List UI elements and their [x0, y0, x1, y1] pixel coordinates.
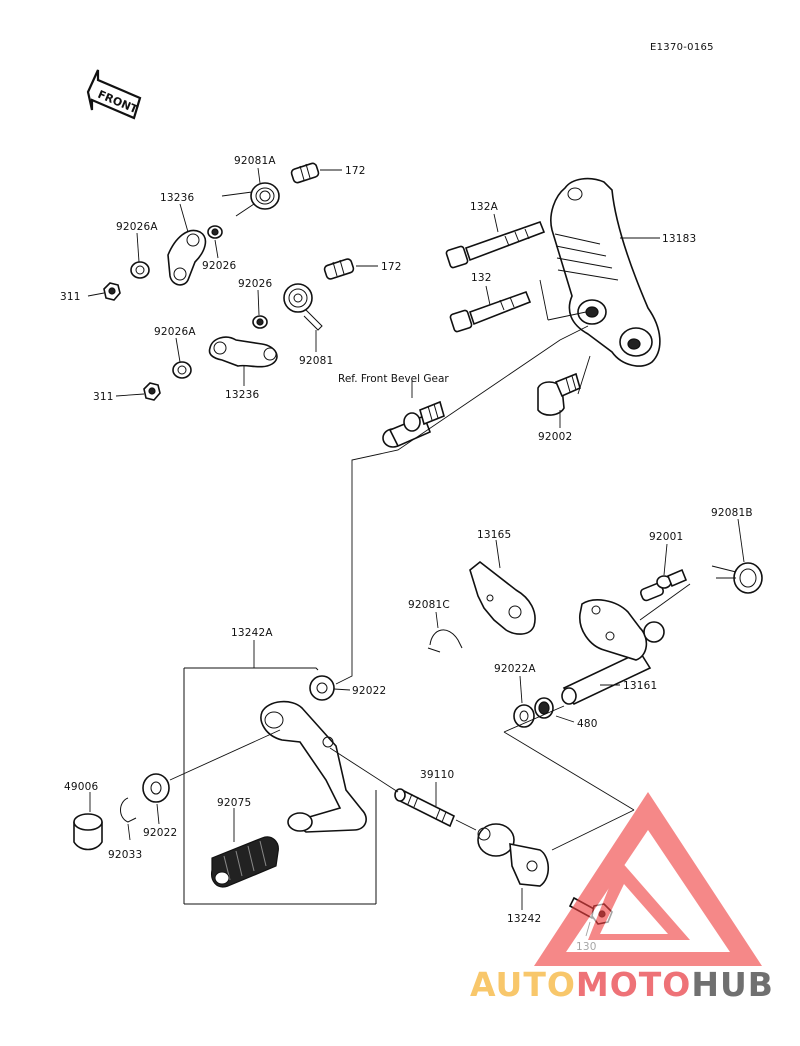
washer-92026A-mid: [172, 361, 192, 379]
washer-92026-mid: [252, 315, 268, 329]
spring-92081: [283, 283, 323, 331]
label-92022-left: 92022: [143, 827, 177, 839]
label-92075: 92075: [217, 797, 251, 809]
label-92026-top: 92026: [202, 260, 237, 272]
watermark-text-moto: MOTO: [576, 965, 691, 1004]
washer-92026A-top: [130, 261, 150, 279]
pin-92001: [639, 568, 688, 602]
label-92081: 92081: [299, 355, 333, 367]
label-92022-right: 92022: [352, 685, 386, 697]
clip-92081C: [427, 629, 463, 653]
label-13161: 13161: [623, 680, 657, 692]
shaft-13161: [561, 599, 665, 706]
label-13242A: 13242A: [231, 627, 273, 639]
watermark-text-auto: AUTO: [470, 965, 576, 1004]
bracket-13183: [550, 177, 661, 367]
label-49006: 49006: [64, 781, 99, 793]
label-92081B: 92081B: [711, 507, 753, 519]
bolt-92002: [537, 372, 581, 416]
assembly-box-13242A: [183, 667, 377, 905]
clip-92033: [120, 797, 137, 823]
lever-13236-top: [167, 229, 207, 286]
washer-92026-top: [207, 225, 223, 239]
bolt-132A: [445, 220, 546, 269]
cap-49006: [73, 813, 103, 851]
plate-13165: [469, 560, 536, 635]
pedal-rubber-92075: [211, 836, 279, 888]
front-direction-arrow: FRONT: [86, 69, 142, 120]
label-132: 132: [471, 272, 492, 284]
label-92026A-top: 92026A: [116, 221, 158, 233]
washer-92022-left: [142, 773, 170, 803]
label-92001: 92001: [649, 531, 683, 543]
shift-pedal-arm: [260, 700, 367, 833]
watermark-text-hub: HUB: [691, 965, 774, 1004]
lever-13236-mid: [208, 336, 278, 368]
nut-311-mid: [143, 382, 161, 401]
label-92081C: 92081C: [408, 599, 450, 611]
collar-172-mid: [323, 258, 355, 280]
bolt-132: [449, 290, 532, 333]
collar-172-top: [290, 162, 320, 184]
label-13236-mid: 13236: [225, 389, 260, 401]
label-92026-mid: 92026: [238, 278, 273, 290]
label-172-mid: 172: [381, 261, 402, 273]
rod-joint-13242: [477, 823, 550, 887]
label-13242: 13242: [507, 913, 541, 925]
label-92022A: 92022A: [494, 663, 536, 675]
washer-92022-right: [309, 675, 335, 701]
svg-text:AUTOMOTOHUB: AUTOMOTOHUB: [470, 965, 774, 1004]
label-13183: 13183: [662, 233, 696, 245]
tie-rod-39110: [394, 788, 456, 828]
label-39110: 39110: [420, 769, 454, 781]
spring-92081A: [221, 182, 280, 217]
label-13165: 13165: [477, 529, 511, 541]
spring-92081B: [711, 562, 763, 594]
label-92002: 92002: [538, 431, 572, 443]
watermark-wordmark: AUTOMOTOHUB: [470, 965, 774, 1004]
leader-lines: [87, 167, 745, 937]
label-172-top: 172: [345, 165, 366, 177]
front-bevel-gear-shaft: [382, 400, 445, 448]
label-311-mid: 311: [93, 391, 114, 403]
nut-311-top: [103, 282, 121, 301]
label-480: 480: [577, 718, 598, 730]
label-311-top: 311: [60, 291, 81, 303]
diagram-code: E1370-0165: [650, 42, 714, 53]
label-132A: 132A: [470, 201, 499, 213]
part-labels: 92081A 172 13236 92026A 92026 311 172 92…: [60, 155, 753, 953]
label-92081A: 92081A: [234, 155, 276, 167]
label-92033: 92033: [108, 849, 142, 861]
label-92026A-mid: 92026A: [154, 326, 196, 338]
reference-note: Ref. Front Bevel Gear: [338, 373, 449, 385]
label-13236-top: 13236: [160, 192, 195, 204]
watermark-logo: [534, 792, 762, 966]
